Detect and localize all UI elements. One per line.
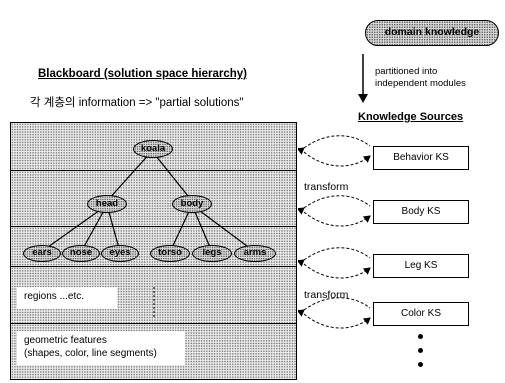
partition-note-line-2: independent modules <box>375 78 466 89</box>
ellipsis-dot-1 <box>418 334 423 339</box>
node-level3-5: legs <box>192 245 232 262</box>
node-level2-2: body <box>172 195 212 213</box>
ks-box-2: Body KS <box>373 200 469 224</box>
partition-note-line-1: partitioned into <box>375 66 438 77</box>
blackboard-title: Blackboard (solution space hierarchy) <box>38 68 247 80</box>
transform-label-2: transform <box>304 289 349 301</box>
features-box: geometric features (shapes, color, line … <box>17 331 185 365</box>
node-level3-3: eyes <box>101 245 139 262</box>
blackboard-subtitle: 각 계층의 information => "partial solutions" <box>30 97 244 109</box>
partition-note: partitioned into independent modules <box>375 66 466 90</box>
node-level3-1: ears <box>23 245 61 262</box>
node-root: koala <box>133 140 173 158</box>
transform-label-1: transform <box>304 181 349 193</box>
node-level3-2: nose <box>62 245 100 262</box>
node-level3-4: torso <box>150 245 190 262</box>
ellipsis-dot-2 <box>418 348 423 353</box>
features-line-1: geometric features <box>24 335 107 346</box>
node-level2-1: head <box>87 195 127 213</box>
node-level3-6: arms <box>234 245 276 262</box>
blackboard-level-parts <box>11 171 296 227</box>
ks-box-1: Behavior KS <box>373 146 469 170</box>
features-line-2: (shapes, color, line segments) <box>24 348 157 359</box>
ellipsis-dot-3 <box>418 362 423 367</box>
ks-box-3: Leg KS <box>373 254 469 278</box>
ks-box-4: Color KS <box>373 302 469 326</box>
regions-box: regions ...etc. <box>17 287 117 309</box>
blackboard-panel: koala head body ears nose eyes torso leg… <box>10 122 297 380</box>
domain-knowledge-node: domain knowledge <box>365 20 499 46</box>
knowledge-sources-title: Knowledge Sources <box>358 111 464 123</box>
partition-arrow <box>358 54 368 103</box>
ks-connections <box>298 135 371 329</box>
